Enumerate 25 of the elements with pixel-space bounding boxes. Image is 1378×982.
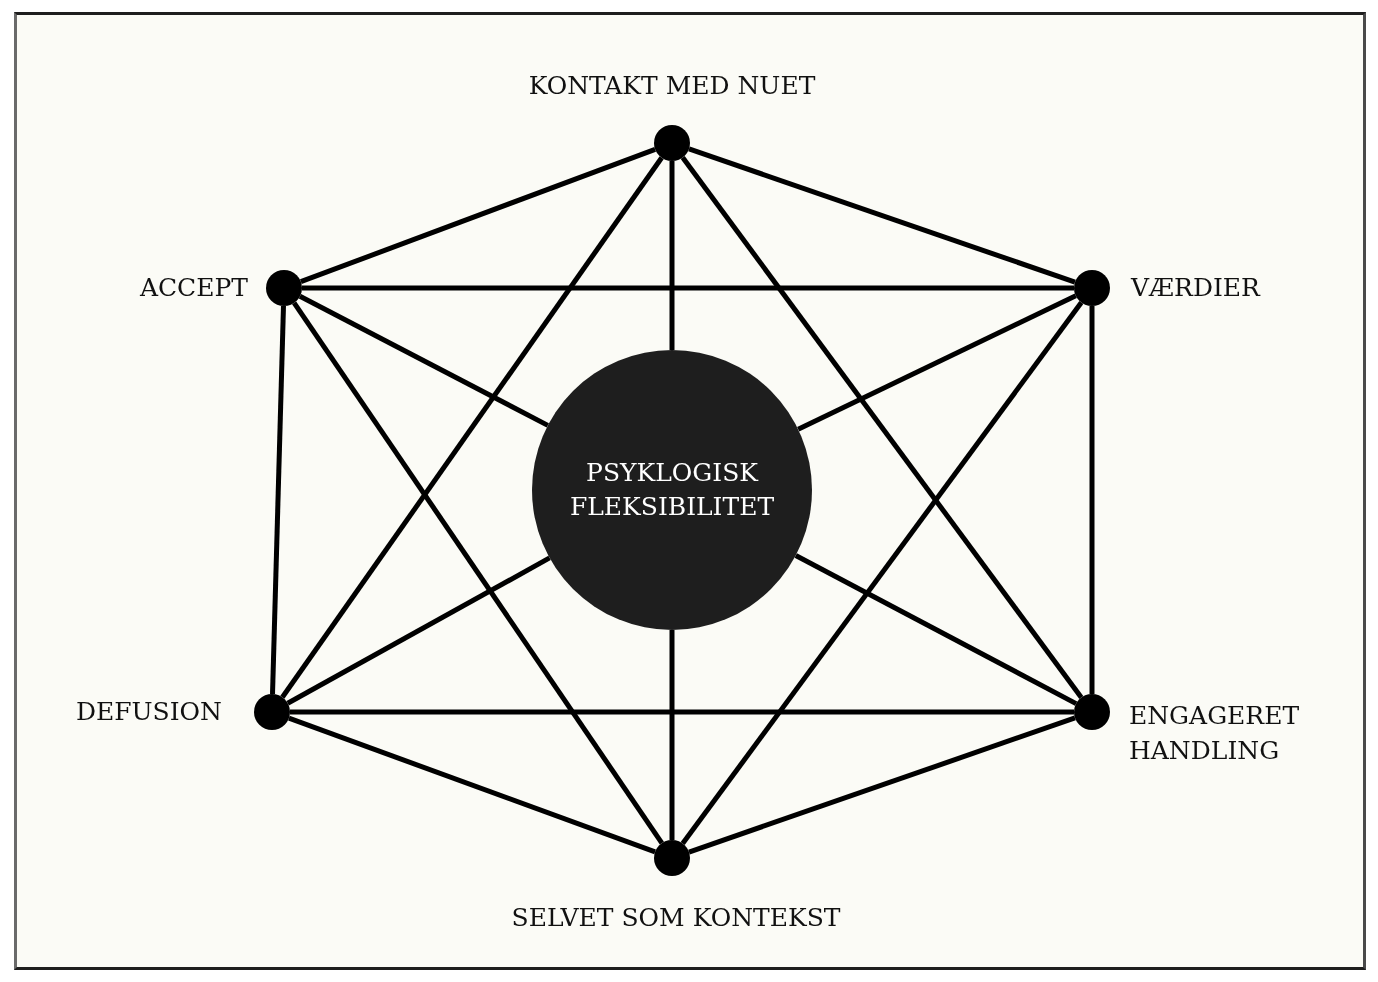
node-label: ACCEPT <box>139 271 248 304</box>
connector-line <box>288 715 656 855</box>
connector-line <box>290 709 1074 715</box>
connector-line <box>292 301 664 845</box>
node-text: PSYKLOGISK FLEKSIBILITET <box>568 456 776 523</box>
connector-line <box>302 285 1074 291</box>
connector-line <box>680 301 1084 845</box>
connector-line <box>797 293 1077 432</box>
node-label: SELVET SOM KONTEKST <box>511 901 841 934</box>
connector-line <box>298 294 549 428</box>
connector-line <box>1089 306 1095 694</box>
connector-line <box>688 715 1076 855</box>
connector-line <box>669 630 675 840</box>
connector-line <box>680 156 1084 699</box>
connector-line <box>794 553 1078 706</box>
connector-line <box>300 146 656 285</box>
connector-line <box>280 156 664 699</box>
connector-line <box>688 146 1076 285</box>
connector-line <box>286 555 551 706</box>
node-label: VÆRDIER <box>1131 271 1260 304</box>
node-label: DEFUSION <box>75 695 222 728</box>
connector-line <box>270 305 286 695</box>
node-label: KONTAKT MED NUET <box>528 69 816 102</box>
node-label: ENGAGERET HANDLING <box>1129 699 1301 766</box>
connector-line <box>669 161 675 350</box>
